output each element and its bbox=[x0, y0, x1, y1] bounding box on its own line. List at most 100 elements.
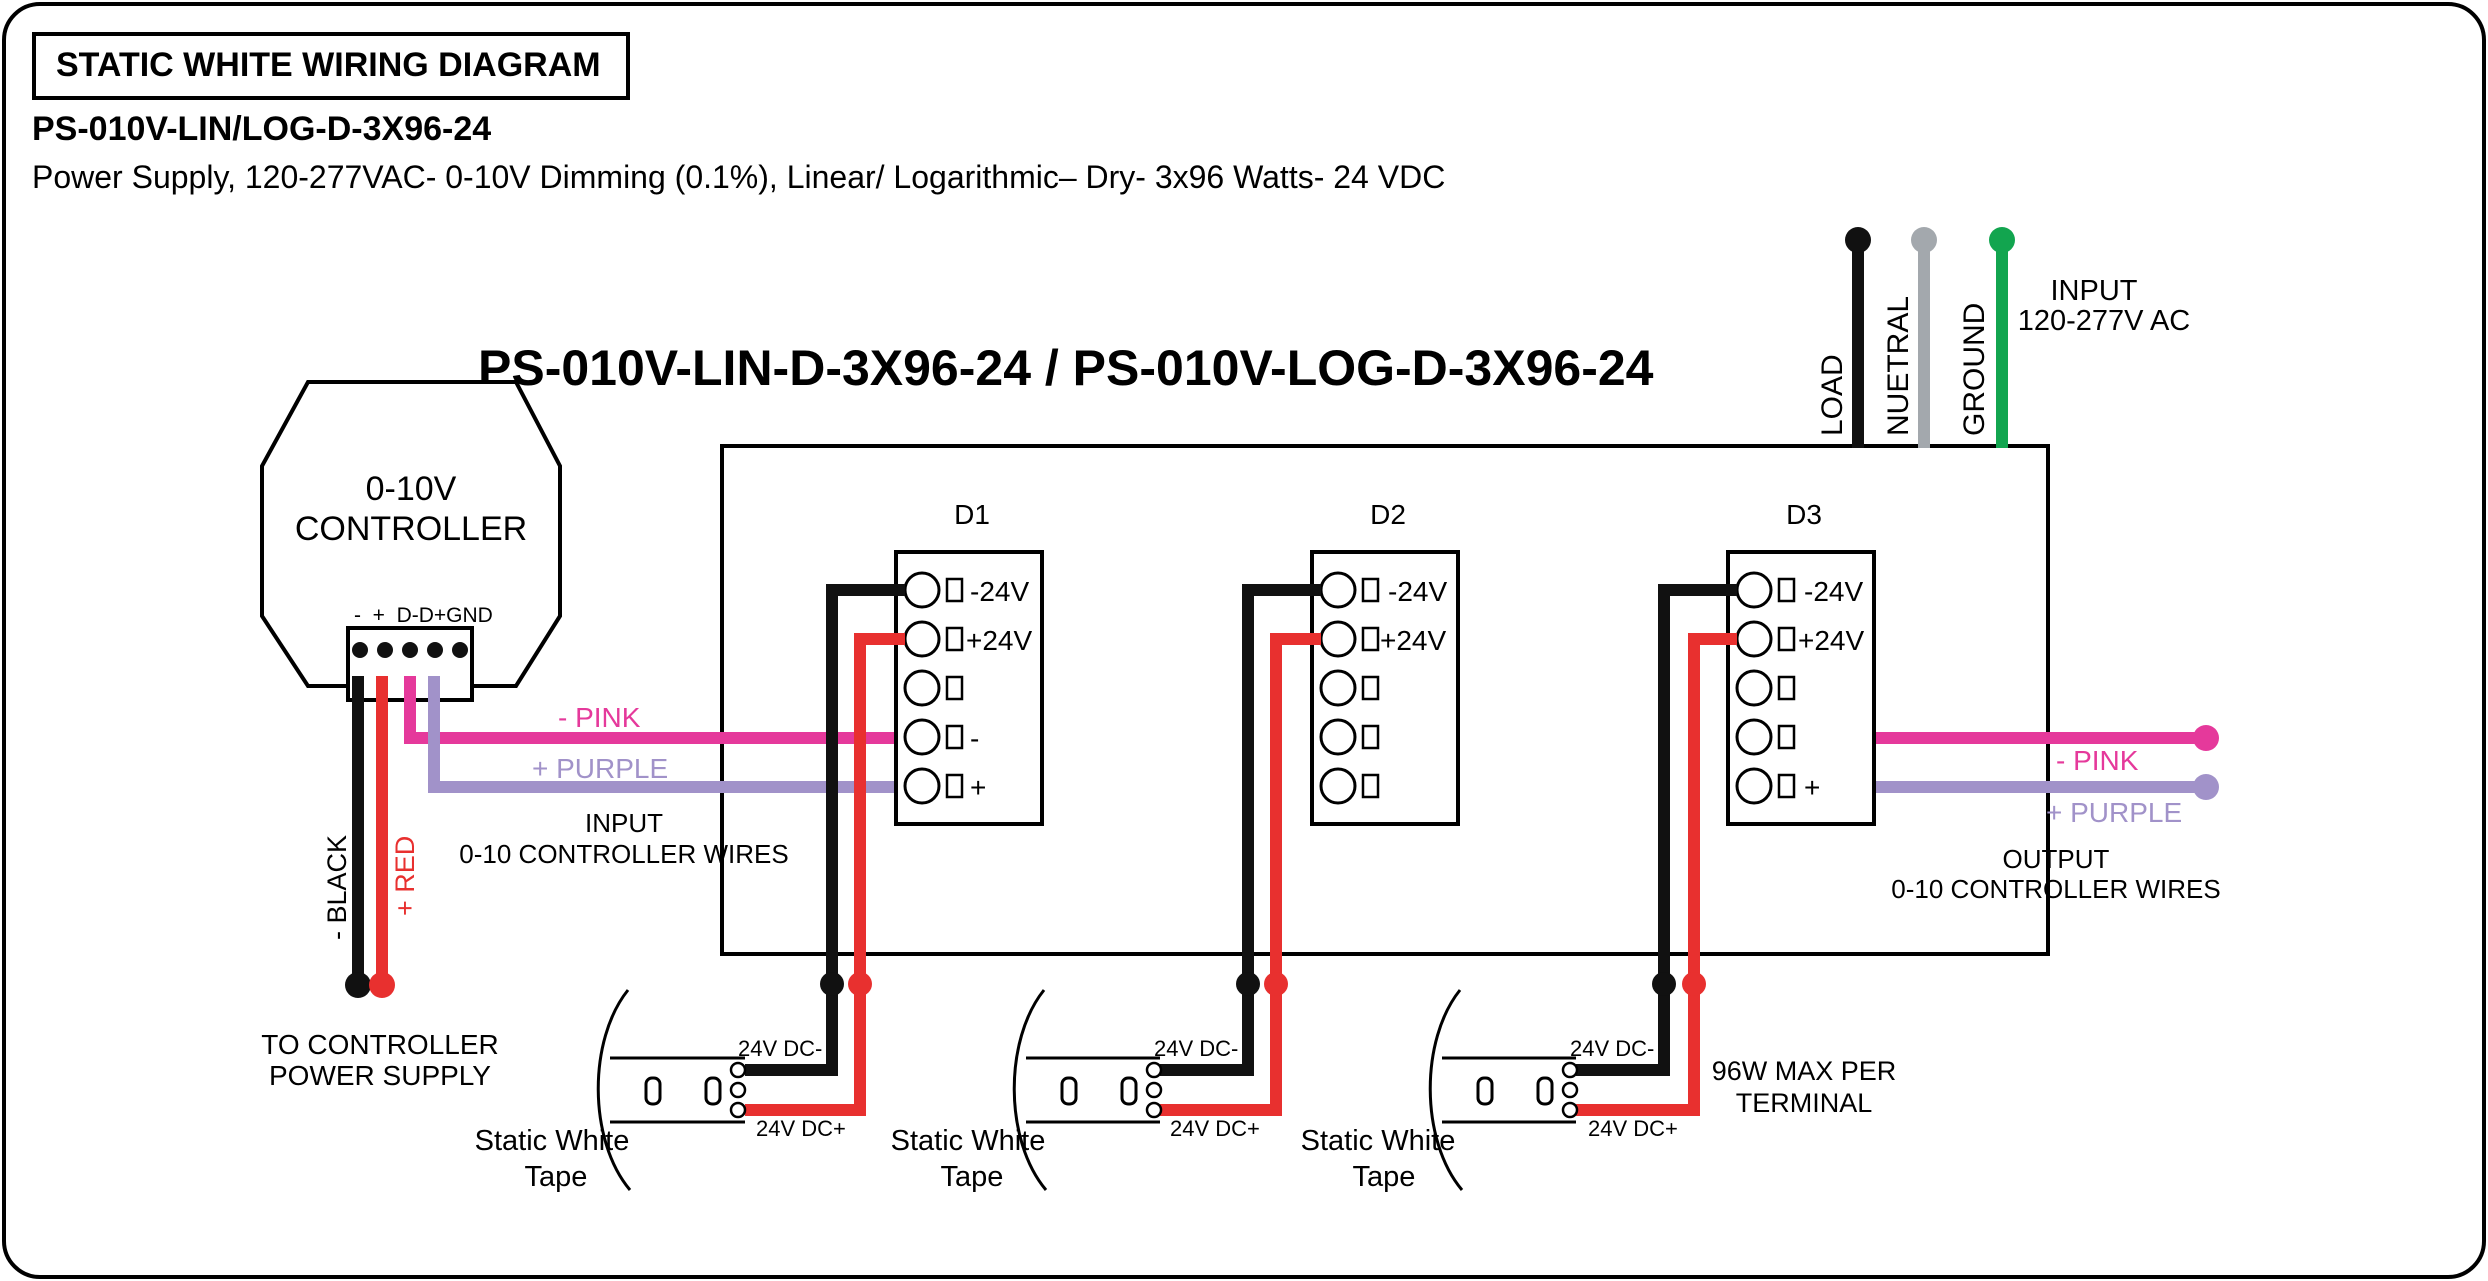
title-box bbox=[32, 32, 630, 100]
controller-power-wires: - BLACK + RED TO CONTROLLER POWER SUPPLY bbox=[261, 676, 499, 1091]
d2-slot-2 bbox=[1361, 626, 1380, 652]
input-wires-label-line1: INPUT bbox=[585, 808, 663, 838]
d1-terminal-5-label: + bbox=[970, 772, 986, 803]
header-model: PS-010V-LIN/LOG-D-3X96-24 bbox=[32, 110, 491, 148]
led-tape-3: 24V DC- 24V DC+ Static White Tape bbox=[1301, 989, 1678, 1193]
d3-label: D3 bbox=[1786, 499, 1822, 530]
d2-terminal-1-label: -24V bbox=[1388, 576, 1447, 607]
tape-1-pad-mid bbox=[729, 1081, 747, 1099]
tape-2-neg-label: 24V DC- bbox=[1154, 1036, 1238, 1061]
tape-3-neg-label: 24V DC- bbox=[1570, 1036, 1654, 1061]
max-note-line1: 96W MAX PER bbox=[1712, 1056, 1897, 1086]
tape-3-pad-pos bbox=[1561, 1101, 1579, 1119]
d3-terminal-2-label: +24V bbox=[1798, 625, 1864, 656]
led-tape-1: 24V DC- 24V DC+ Static White Tape bbox=[475, 989, 846, 1193]
controller-pin-2 bbox=[377, 642, 393, 658]
d1-screw-1 bbox=[903, 571, 941, 609]
d1-terminal-4-label: - bbox=[970, 723, 979, 754]
d3-terminal-1-label: -24V bbox=[1804, 576, 1863, 607]
output-purple-label: + PURPLE bbox=[2046, 797, 2182, 828]
d1-slot-3 bbox=[945, 675, 964, 701]
d2-screw-5 bbox=[1319, 767, 1357, 805]
controller-pin-5 bbox=[452, 642, 468, 658]
tape-1-led-2 bbox=[704, 1076, 722, 1106]
d2-slot-1 bbox=[1361, 577, 1380, 603]
terminal-block-d2: D2 -24V +24V bbox=[1310, 499, 1460, 826]
d1-slot-2 bbox=[945, 626, 964, 652]
controller-black-wire-end bbox=[345, 972, 371, 998]
controller-pin-3 bbox=[402, 642, 418, 658]
tape-3-led-2 bbox=[1536, 1076, 1554, 1106]
controller-body bbox=[260, 380, 562, 688]
d1-slot-5 bbox=[945, 773, 964, 799]
d2-screw-1 bbox=[1319, 571, 1357, 609]
ac-input-label-line2: 120-277V AC bbox=[2018, 305, 2191, 337]
input-purple-wire bbox=[428, 676, 910, 793]
d3-slot-1 bbox=[1777, 577, 1796, 603]
output-wires-label-line2: 0-10 CONTROLLER WIRES bbox=[1891, 874, 2220, 904]
controller-pin-1 bbox=[352, 642, 368, 658]
d3-negative-junction bbox=[1652, 972, 1676, 996]
input-pink-wire bbox=[404, 676, 910, 744]
tape-3-label-line1: Static White bbox=[1301, 1125, 1456, 1157]
dc-output-wires bbox=[745, 584, 1737, 1116]
d2-slot-5 bbox=[1361, 773, 1380, 799]
output-pink-label: - PINK bbox=[2056, 745, 2139, 776]
d1-positive-junction bbox=[848, 972, 872, 996]
d2-slot-4 bbox=[1361, 724, 1380, 750]
d2-screw-2 bbox=[1319, 620, 1357, 658]
controller-supply-line2: POWER SUPPLY bbox=[269, 1060, 491, 1091]
controller-pin-labels: - + D-D+GND bbox=[354, 604, 493, 627]
header-description: Power Supply, 120-277VAC- 0-10V Dimming … bbox=[32, 159, 1445, 195]
neutral-wire-end bbox=[1911, 227, 1937, 253]
tape-2-break-left bbox=[1012, 989, 1048, 1191]
d2-slot-3 bbox=[1361, 675, 1380, 701]
d3-slot-5 bbox=[1777, 773, 1796, 799]
output-wires-label-line1: OUTPUT bbox=[2003, 844, 2110, 874]
tape-1-pad-pos bbox=[729, 1101, 747, 1119]
tape-3-pad-mid bbox=[1561, 1081, 1579, 1099]
terminal-block-d3: D3 -24V +24V + bbox=[1726, 499, 1876, 826]
load-label: LOAD bbox=[1816, 354, 1849, 436]
d3-terminal-5-label: + bbox=[1804, 772, 1820, 803]
d3-positive-junction bbox=[1682, 972, 1706, 996]
controller-pin-4 bbox=[427, 642, 443, 658]
d1-slot-1 bbox=[945, 577, 964, 603]
input-purple-label: + PURPLE bbox=[532, 753, 668, 784]
tape-3-pos-label: 24V DC+ bbox=[1588, 1116, 1678, 1141]
tape-2-pad-mid bbox=[1145, 1081, 1163, 1099]
d2-terminal-2-label: +24V bbox=[1380, 625, 1446, 656]
tape-2-pos-label: 24V DC+ bbox=[1170, 1116, 1260, 1141]
tape-3-label-line2: Tape bbox=[1353, 1161, 1416, 1193]
d1-screw-3 bbox=[903, 669, 941, 707]
power-supply-title: PS-010V-LIN-D-3X96-24 / PS-010V-LOG-D-3X… bbox=[478, 340, 1654, 396]
neutral-label: NUETRAL bbox=[1882, 296, 1915, 436]
tape-2-led-2 bbox=[1120, 1076, 1138, 1106]
d2-positive-junction bbox=[1264, 972, 1288, 996]
d1-label: D1 bbox=[954, 499, 990, 530]
d1-screw-5 bbox=[903, 767, 941, 805]
controller: 0-10V CONTROLLER - + D-D+GND bbox=[260, 380, 562, 702]
ground-wire-end bbox=[1989, 227, 2015, 253]
d3-screw-4 bbox=[1735, 718, 1773, 756]
tape-3-led-1 bbox=[1476, 1076, 1494, 1106]
tape-2-label-line2: Tape bbox=[941, 1161, 1004, 1193]
tape-2-label-line1: Static White bbox=[891, 1125, 1046, 1157]
d3-screw-2 bbox=[1735, 620, 1773, 658]
power-supply-box bbox=[720, 444, 2050, 956]
d2-negative-junction bbox=[1236, 972, 1260, 996]
input-wires-label-line2: 0-10 CONTROLLER WIRES bbox=[459, 839, 788, 869]
d3-slot-2 bbox=[1777, 626, 1796, 652]
ground-label: GROUND bbox=[1958, 303, 1991, 436]
input-pink-label: - PINK bbox=[558, 702, 641, 733]
d1-screw-4 bbox=[903, 718, 941, 756]
tape-1-label-line1: Static White bbox=[475, 1125, 630, 1157]
output-purple-wire-end bbox=[2193, 774, 2219, 800]
red-wire-label: + RED bbox=[390, 836, 420, 916]
d2-screw-4 bbox=[1319, 718, 1357, 756]
tape-3-pad-neg bbox=[1561, 1061, 1579, 1079]
d3-slot-4 bbox=[1777, 724, 1796, 750]
tape-1-led-1 bbox=[644, 1076, 662, 1106]
input-control-wires: - PINK + PURPLE INPUT 0-10 CONTROLLER WI… bbox=[404, 676, 910, 869]
output-pink-wire-end bbox=[2193, 725, 2219, 751]
